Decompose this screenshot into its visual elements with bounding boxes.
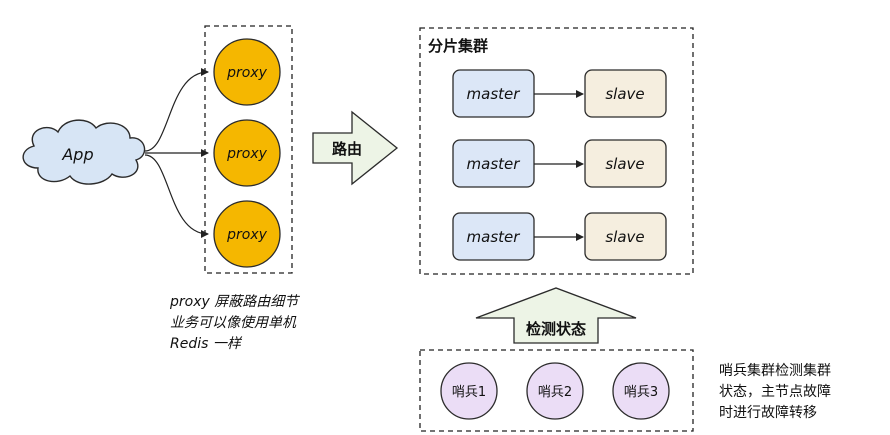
proxy-label: proxy <box>226 227 267 243</box>
arrow-to-proxy-1 <box>144 68 209 152</box>
slave-label: slave <box>605 228 644 246</box>
sentinel-node-2: 哨兵2 <box>526 362 584 420</box>
proxy-label: proxy <box>226 146 267 162</box>
sentinel-label: 哨兵1 <box>452 385 486 400</box>
proxy-note-line: 业务可以像使用单机 <box>170 315 296 331</box>
proxy-node-3: proxy <box>213 200 281 268</box>
app-cloud: App <box>22 119 146 185</box>
sentinel-note: 哨兵集群检测集群 状态，主节点故障 时进行故障转移 <box>719 361 831 424</box>
slave-node <box>584 69 667 118</box>
proxy-note-line: proxy 屏蔽路由细节 <box>170 294 299 310</box>
sentinel-node-3: 哨兵3 <box>612 362 670 420</box>
slave-node <box>584 139 667 188</box>
master-label: master <box>467 85 521 103</box>
slave-node <box>584 212 667 261</box>
slave-label: slave <box>605 155 644 173</box>
sentinel-note-line: 时进行故障转移 <box>719 405 817 421</box>
detect-status-label: 检测状态 <box>526 320 586 338</box>
master-label: master <box>467 155 521 173</box>
arrow-to-proxy-3 <box>144 154 209 238</box>
app-label: App <box>61 145 93 164</box>
routing-label: 路由 <box>332 140 362 158</box>
sentinel-node-1: 哨兵1 <box>440 362 498 420</box>
sentinel-label: 哨兵2 <box>538 385 572 400</box>
routing-arrow: 路由 <box>312 110 399 186</box>
app-to-proxy-arrows <box>144 68 209 238</box>
shard-row-1: master slave <box>452 69 667 118</box>
proxy-group-box <box>204 25 293 274</box>
proxy-label: proxy <box>226 65 267 81</box>
cluster-title: 分片集群 <box>428 37 488 55</box>
slave-label: slave <box>605 85 644 103</box>
sentinel-label: 哨兵3 <box>624 385 658 400</box>
detect-status-arrow: 检测状态 <box>475 287 637 344</box>
sentinel-note-line: 哨兵集群检测集群 <box>719 363 831 379</box>
proxy-node-1: proxy <box>213 38 281 106</box>
cloud-shape <box>22 119 146 185</box>
shard-row-3: master slave <box>452 212 667 261</box>
shard-row-2: master slave <box>452 139 667 188</box>
shard-cluster-box <box>419 27 694 275</box>
proxy-note: proxy 屏蔽路由细节 业务可以像使用单机 Redis 一样 <box>170 292 298 355</box>
proxy-node-2: proxy <box>213 119 281 187</box>
sentinel-cluster-box <box>419 349 694 432</box>
sentinel-note-line: 状态，主节点故障 <box>719 384 831 400</box>
proxy-note-line: Redis 一样 <box>170 336 241 352</box>
master-label: master <box>467 228 521 246</box>
